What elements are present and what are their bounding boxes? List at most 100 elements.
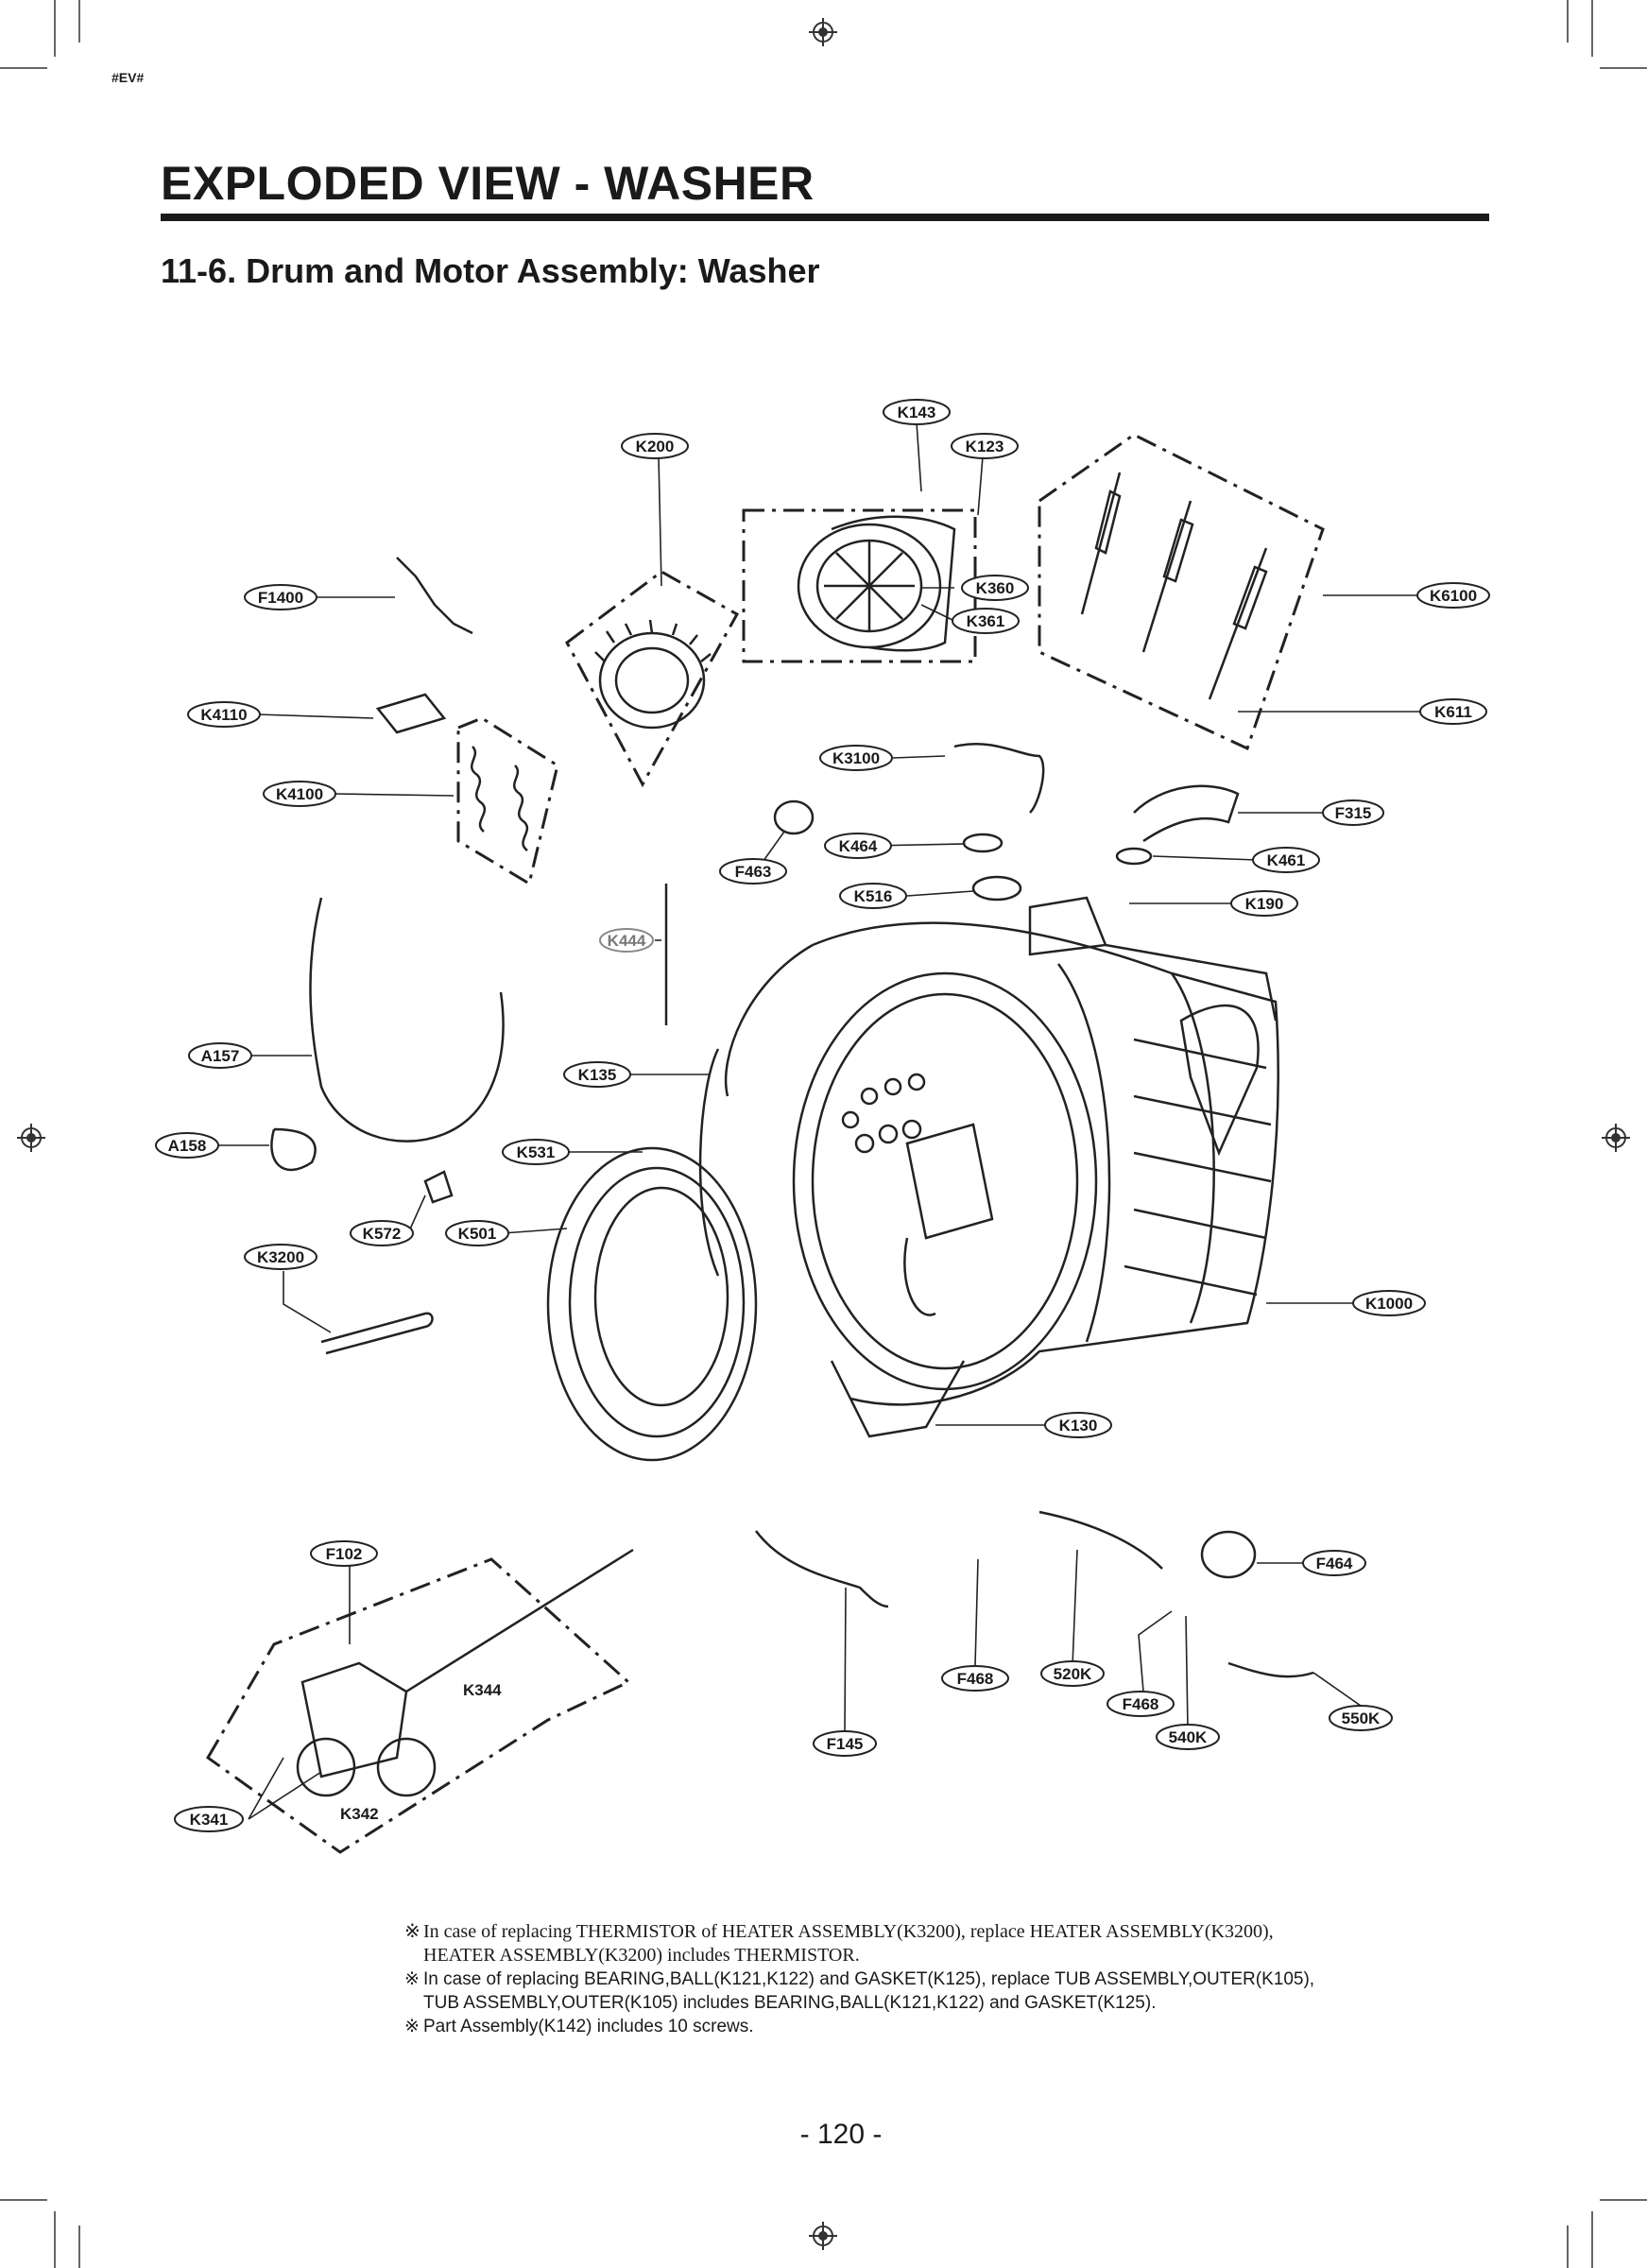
callout-label: F468 [941,1665,1009,1692]
callout-label: K3100 [819,745,893,771]
callout-label-k143: K143 [898,404,936,421]
spring-group-outline [456,716,559,886]
gasket-k461 [1115,847,1153,866]
note-mark: ※ [404,2017,420,2036]
valve-group-outline [206,1557,631,1854]
note-line: In case of replacing THERMISTOR of HEATE… [423,1921,1274,1942]
callout-label-k531: K531 [517,1143,556,1161]
callout-label-k360: K360 [976,579,1015,597]
bellow-k516 [971,875,1022,902]
callout-label: K501 [445,1220,509,1246]
callout-label-k190: K190 [1245,895,1284,913]
callout-label: F145 [813,1730,877,1757]
sensor-550k [1227,1661,1314,1678]
callout-label: K130 [1044,1412,1112,1438]
stator-group-outline [565,570,740,788]
valve-assembly [296,1548,634,1797]
hose-520k [1038,1510,1163,1570]
door-sensor [396,557,473,635]
stator [594,619,712,730]
shock-absorbers [1080,472,1268,700]
callout-label-f468-left: F468 [957,1670,994,1688]
callout-label: K200 [621,433,689,459]
callout-label: 550K [1329,1705,1393,1731]
callout-label-k611: K611 [1434,703,1472,721]
callout-label-k4100: K4100 [276,785,323,803]
title-rule [161,214,1489,221]
callout-label-k516: K516 [854,887,893,905]
callout-label-k341: K341 [190,1811,229,1829]
note-2: ※ In case of replacing BEARING,BALL(K121… [404,1967,1463,2015]
callout-label-k344: K344 [463,1681,502,1699]
callout-label-k464: K464 [839,837,878,855]
note-3: ※ Part Assembly(K142) includes 10 screws… [404,2015,1463,2038]
callout-label: K464 [824,833,892,859]
callout-label-k3100: K3100 [832,749,880,767]
gasket-k464 [962,833,1004,853]
callout-label: A157 [188,1042,252,1069]
callout-label-f1400: F1400 [258,589,303,607]
callout-label-f464: F464 [1316,1555,1353,1572]
callout-label-a157: A157 [201,1047,240,1065]
callout-label-f145: F145 [827,1735,864,1753]
door-gasket [546,1146,758,1462]
callout-label: K516 [839,883,907,909]
rear-frame [698,1048,720,1277]
callout-label: K360 [961,575,1029,601]
callout-label: K6100 [1416,582,1490,609]
callout-label-k135: K135 [578,1066,617,1084]
callout-label: K190 [1230,890,1298,917]
callout-label: K361 [952,608,1020,634]
page-number: - 120 - [799,2119,883,2150]
callout-label-k572: K572 [363,1225,402,1243]
callout-label-k342: K342 [340,1805,379,1823]
callout-label: K444 [599,928,654,953]
callout-label: 520K [1040,1660,1105,1687]
callout-label-a158: A158 [168,1137,207,1155]
callout-label: K572 [350,1220,414,1246]
callout-label: K461 [1252,847,1320,873]
note-line: In case of replacing BEARING,BALL(K121,K… [423,1969,1315,1989]
note-line: HEATER ASSEMBLY(K3200) includes THERMIST… [423,1945,860,1966]
callout-label-k1000: K1000 [1365,1295,1413,1313]
note-1: ※ In case of replacing THERMISTOR of HEA… [404,1920,1463,1967]
callout-label-k501: K501 [458,1225,497,1243]
hose-f315 [1133,784,1240,843]
callout-label: K341 [174,1806,244,1832]
callout-label-540k: 540K [1169,1728,1208,1746]
note-line: TUB ASSEMBLY,OUTER(K105) includes BEARIN… [423,1993,1157,2013]
callout-label: 540K [1156,1724,1220,1750]
callout-label-k123: K123 [966,438,1004,455]
callout-label-k6100: K6100 [1430,587,1477,605]
callout-label-k444: K444 [608,932,646,950]
callout-label-f315: F315 [1335,804,1372,822]
callout-label: F463 [719,858,787,885]
heater [320,1312,434,1355]
tub-assembly [724,896,1279,1438]
callout-label: F315 [1322,799,1384,826]
callout-label-f102: F102 [326,1545,363,1563]
section-subtitle: 11-6. Drum and Motor Assembly: Washer [161,251,820,290]
page-tag: #EV# [112,70,145,85]
callout-label-k130: K130 [1059,1417,1098,1435]
callout-label: K143 [883,399,951,425]
note-mark: ※ [404,1969,420,1989]
callout-label: K4110 [187,701,261,728]
callout-label: F1400 [244,584,317,610]
hose-k3100 [953,742,1045,814]
callout-label: K3200 [244,1244,317,1270]
note-line: Part Assembly(K142) includes 10 screws. [423,2017,754,2036]
clamp-f463 [773,799,815,835]
hose-a158 [270,1127,317,1172]
callout-label-k3200: K3200 [257,1248,304,1266]
drain-harness [755,1530,889,1608]
callout-label-k461: K461 [1267,851,1306,869]
callout-label: K123 [951,433,1019,459]
rotor [797,515,956,652]
callout-label: F102 [310,1540,378,1567]
callout-label-k4110: K4110 [200,706,247,724]
page-title: EXPLODED VIEW - WASHER [161,157,815,210]
callout-label: K531 [502,1139,570,1165]
